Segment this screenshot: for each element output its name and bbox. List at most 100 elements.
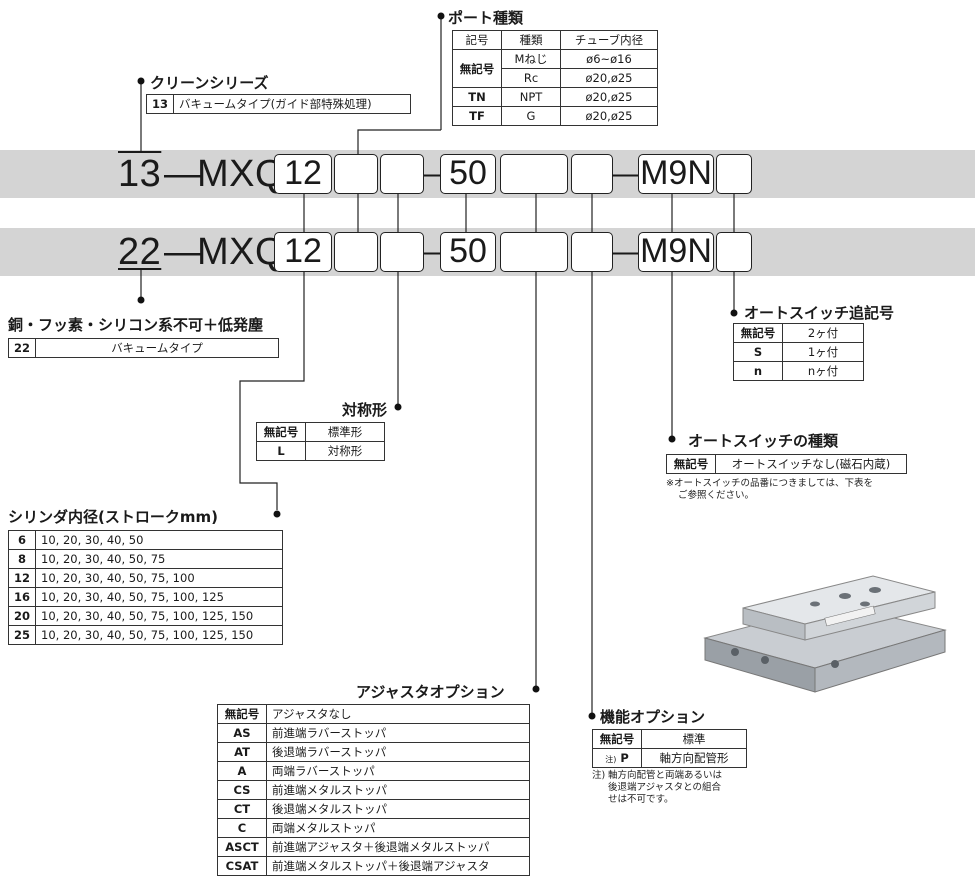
adjuster-code: A: [217, 761, 267, 781]
copper-desc: バキュームタイプ: [35, 338, 280, 358]
function-desc: 軸方向配管形: [641, 748, 747, 768]
adjuster-code: AS: [217, 723, 267, 743]
adjuster-desc: 前進端メタルストッパ: [266, 780, 530, 800]
adjuster-code: CT: [217, 799, 267, 819]
switch-qty-code: n: [733, 361, 783, 381]
bore-value: 25: [7, 625, 37, 645]
series-prefix-13: 13: [118, 153, 162, 195]
clean-series-table: 13 バキュームタイプ(ガイド部特殊処理): [145, 94, 412, 114]
switch-type-title: オートスイッチの種類: [688, 432, 839, 450]
symmetry-box: [380, 154, 424, 194]
adjuster-desc: アジャスタなし: [266, 704, 530, 724]
adjuster-code: C: [217, 818, 267, 838]
bore-stroke-title: シリンダ内径(ストロークmm): [8, 508, 218, 526]
stroke-box: 50: [440, 154, 496, 194]
model-body: MXQ: [197, 231, 286, 273]
port-size: ø20,ø25: [560, 87, 658, 107]
adjuster-box: [500, 232, 568, 272]
port-size: ø20,ø25: [560, 106, 658, 126]
adjuster-desc: 前進端アジャスタ＋後退端メタルストッパ: [266, 837, 530, 857]
bore-value: 8: [7, 549, 37, 569]
symmetry-box: [380, 232, 424, 272]
switch-qty-code: 無記号: [733, 323, 783, 343]
adjuster-code: ASCT: [217, 837, 267, 857]
switch-type-table: 無記号 オートスイッチなし(磁石内蔵): [666, 454, 907, 474]
function-box: [571, 154, 613, 194]
port-type: G: [501, 106, 561, 126]
function-code: 無記号: [592, 729, 642, 749]
bore-value: 6: [7, 530, 37, 550]
switch-qty-title: オートスイッチ追記号: [744, 304, 895, 322]
port-box: [334, 232, 378, 272]
port-type: NPT: [501, 87, 561, 107]
adjuster-desc: 後退端ラバーストッパ: [266, 742, 530, 762]
stroke-list: 10, 20, 30, 40, 50, 75, 100, 125, 150: [35, 625, 284, 645]
adjuster-code: 無記号: [217, 704, 267, 724]
switch-type-note-1: ※オートスイッチの品番につきましては、下表を: [666, 478, 873, 489]
adjuster-code: CS: [217, 780, 267, 800]
dash: —: [164, 231, 203, 273]
function-code: 注) P: [592, 748, 642, 768]
port-code: TN: [452, 87, 502, 107]
model-body: MXQ: [197, 153, 286, 195]
adjuster-box: [500, 154, 568, 194]
switch-qty-desc: nヶ付: [782, 361, 864, 381]
clean-code: 13: [145, 94, 175, 114]
bore-value: 16: [7, 587, 37, 607]
adjuster-code: CSAT: [217, 856, 267, 876]
clean-desc: バキュームタイプ(ガイド部特殊処理): [173, 94, 412, 114]
function-note-mark: 注): [605, 755, 617, 764]
switch-type-desc: オートスイッチなし(磁石内蔵): [715, 454, 907, 474]
bore-box: 12: [274, 232, 332, 272]
header-type: 種類: [501, 30, 561, 50]
copper-free-table: 22 バキュームタイプ: [7, 338, 280, 358]
symmetry-code: 無記号: [256, 422, 306, 442]
adjuster-code: AT: [217, 742, 267, 762]
port-size: ø20,ø25: [560, 68, 658, 88]
dash: —: [612, 235, 643, 268]
stroke-list: 10, 20, 30, 40, 50, 75, 100: [35, 568, 284, 588]
adjuster-desc: 前進端ラバーストッパ: [266, 723, 530, 743]
switch-qty-code: S: [733, 342, 783, 362]
bore-value: 12: [7, 568, 37, 588]
copper-free-title: 銅・フッ素・シリコン系不可＋低発塵: [8, 316, 264, 334]
port-type-title: ポート種類: [448, 9, 524, 27]
function-option-table: 無記号 標準 注) P 軸方向配管形: [592, 729, 747, 768]
port-nil-code: 無記号: [452, 49, 502, 88]
switch-qty-desc: 1ヶ付: [782, 342, 864, 362]
port-box: [334, 154, 378, 194]
dash: —: [612, 157, 643, 190]
function-code-p: P: [620, 751, 629, 765]
adjuster-desc: 後退端メタルストッパ: [266, 799, 530, 819]
port-type: Rc: [501, 68, 561, 88]
symmetry-desc: 標準形: [305, 422, 385, 442]
stroke-list: 10, 20, 30, 40, 50, 75: [35, 549, 284, 569]
header-symbol: 記号: [452, 30, 502, 50]
switch-qty-box: [716, 232, 752, 272]
header-tube-bore: チューブ内径: [560, 30, 658, 50]
switch-qty-box: [716, 154, 752, 194]
switch-box: M9N: [638, 232, 714, 272]
bore-box: 12: [274, 154, 332, 194]
function-option-title: 機能オプション: [600, 708, 706, 726]
port-code: TF: [452, 106, 502, 126]
switch-type-code: 無記号: [666, 454, 716, 474]
port-size: ø6~ø16: [560, 49, 658, 69]
function-box: [571, 232, 613, 272]
function-note-mark: 注): [592, 770, 606, 781]
stroke-list: 10, 20, 30, 40, 50: [35, 530, 284, 550]
function-note-line: 軸方向配管と両端あるいは: [608, 770, 723, 781]
series-prefix-22: 22: [118, 231, 162, 273]
stroke-list: 10, 20, 30, 40, 50, 75, 100, 125: [35, 587, 284, 607]
symmetry-code: L: [256, 441, 306, 461]
switch-qty-desc: 2ヶ付: [782, 323, 864, 343]
adjuster-desc: 両端ラバーストッパ: [266, 761, 530, 781]
dash: —: [164, 153, 203, 195]
copper-code: 22: [7, 338, 37, 358]
symmetry-desc: 対称形: [305, 441, 385, 461]
switch-type-note-2: ご参照ください。: [678, 490, 755, 501]
symmetry-title: 対称形: [342, 401, 388, 419]
